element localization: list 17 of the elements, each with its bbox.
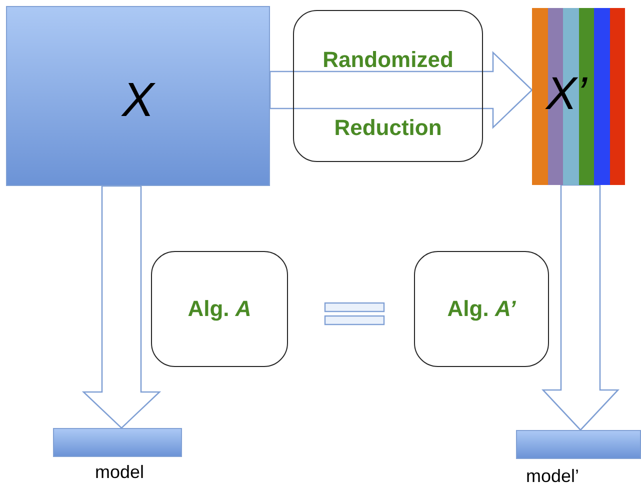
striped-matrix-box (532, 8, 627, 185)
box-label: Alg. A’ (446, 296, 517, 322)
model-bar (516, 430, 641, 459)
process-box (414, 251, 549, 367)
block-arrow (269, 50, 533, 130)
box-label: Randomized (322, 47, 454, 73)
block-arrow (542, 184, 620, 431)
model-caption: model (95, 462, 144, 483)
block-arrow (82, 185, 162, 429)
box-label: Reduction (333, 115, 443, 141)
process-box (151, 251, 288, 367)
box-label: Alg. A (186, 296, 252, 322)
model-caption: model’ (526, 466, 580, 487)
matrix-box (6, 6, 270, 186)
process-box (293, 10, 483, 162)
model-bar (53, 428, 182, 457)
matrix-label: X (120, 77, 156, 125)
